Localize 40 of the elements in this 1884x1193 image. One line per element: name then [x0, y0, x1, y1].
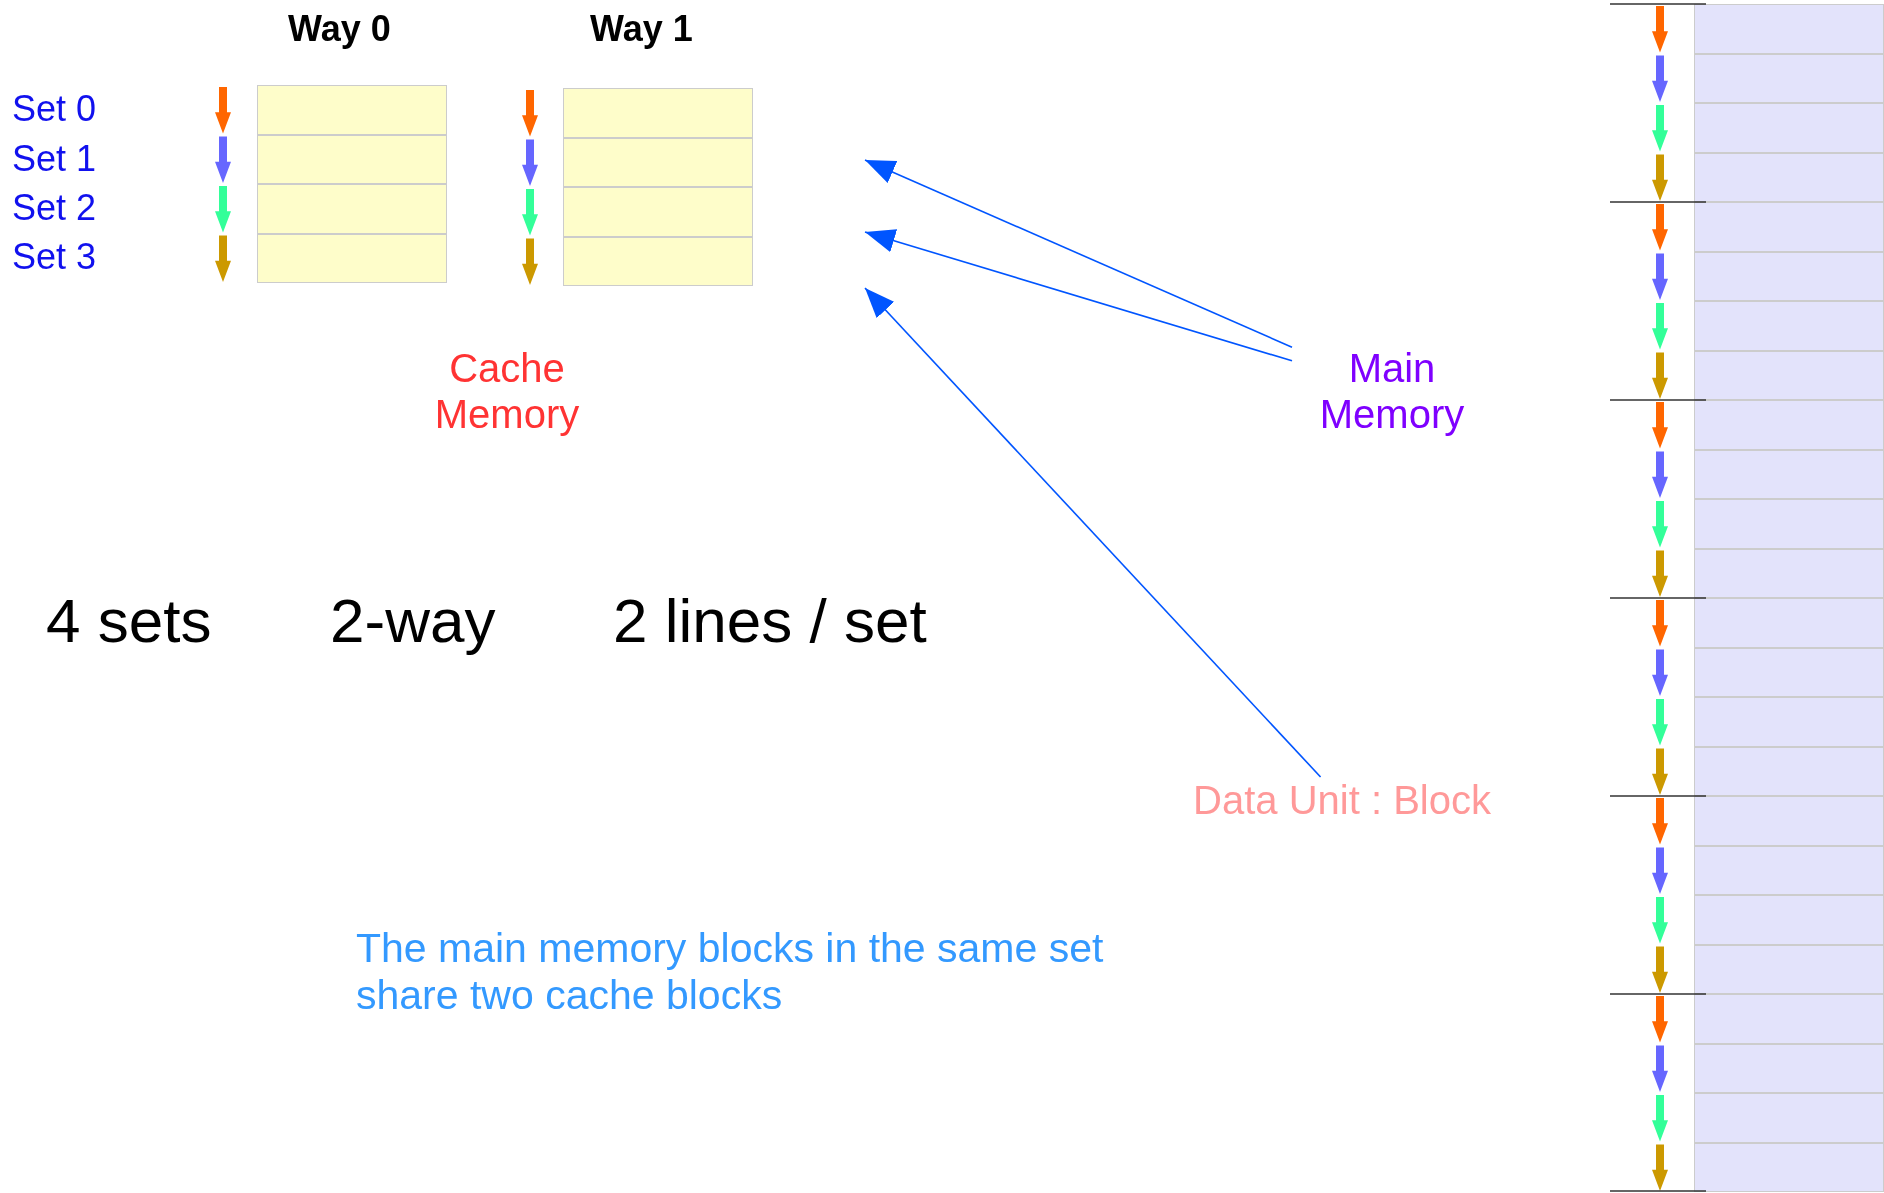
- memory-block: [1694, 4, 1884, 54]
- memory-block: [1694, 944, 1884, 994]
- memory-block: [1694, 499, 1884, 549]
- stat-label: 2 lines / set: [613, 585, 927, 657]
- stat-label: 4 sets: [46, 585, 212, 657]
- arrow: [864, 287, 1322, 778]
- memory-label: Main Memory: [1292, 345, 1492, 437]
- memory-block: [1694, 152, 1884, 202]
- note: The main memory blocks in the same set share two cache blocks: [356, 925, 1105, 1020]
- memory-block: [1694, 895, 1884, 945]
- memory-block: [1694, 1142, 1884, 1192]
- memory-block: [1694, 449, 1884, 499]
- memory-block: [1694, 400, 1884, 450]
- memory-block: [1694, 301, 1884, 351]
- stat-label: 2-way: [330, 585, 496, 657]
- memory-block: [1694, 202, 1884, 252]
- set-label: Set 2: [12, 187, 97, 229]
- memory-block: [1694, 103, 1884, 153]
- memory-block: [1694, 845, 1884, 895]
- arrow: [864, 159, 1293, 348]
- memory-block: [1694, 548, 1884, 598]
- memory-block: [1694, 647, 1884, 697]
- memory-block: [1694, 1093, 1884, 1143]
- arrow: [864, 229, 1293, 362]
- set-label: Set 1: [12, 138, 97, 180]
- set-label: Set 3: [12, 236, 97, 278]
- memory-block: [1694, 746, 1884, 796]
- column-heading: Way 0: [288, 8, 391, 50]
- column-heading: Way 1: [590, 8, 693, 50]
- memory-block: [1694, 1043, 1884, 1093]
- memory-block: [1694, 350, 1884, 400]
- set-label: Set 0: [12, 88, 97, 130]
- memory-block: [1694, 697, 1884, 747]
- memory-block: [1694, 53, 1884, 103]
- cache-label: Cache Memory: [433, 345, 581, 437]
- memory-block: [1694, 994, 1884, 1044]
- memory-block: [1694, 796, 1884, 846]
- memory-block: [1694, 251, 1884, 301]
- memory-block: [1694, 598, 1884, 648]
- unit-label: Data Unit : Block: [1193, 777, 1491, 823]
